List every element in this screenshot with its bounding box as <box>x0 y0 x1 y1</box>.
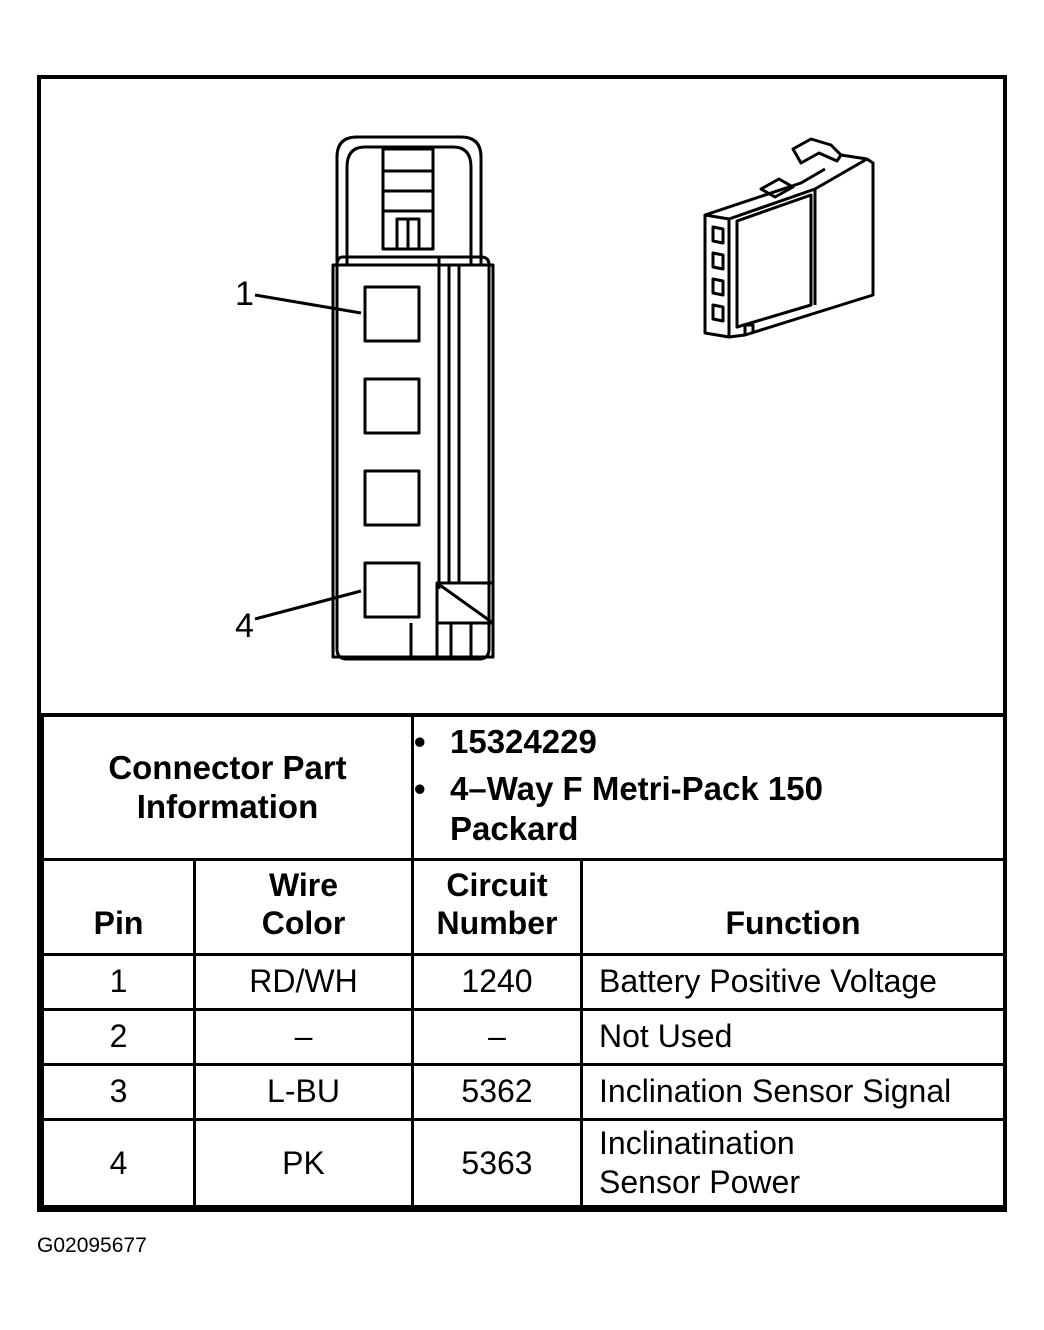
part-number: 15324229 <box>450 722 597 760</box>
pin-1-leader <box>254 293 362 315</box>
connector-tab <box>435 581 495 625</box>
table-row: 3 L-BU 5362 Inclination Sensor Signal <box>41 1062 1006 1121</box>
header-wire-color: Wire Color <box>193 857 414 956</box>
circuit-cell: 5362 <box>411 1062 583 1121</box>
pin-cavity-3 <box>363 469 421 527</box>
wire-color-cell: – <box>193 1007 414 1066</box>
table-row: 2 – – Not Used <box>41 1007 1006 1066</box>
pin-cavity-1 <box>363 285 421 343</box>
function-cell: Inclinatination Sensor Power <box>580 1117 1006 1208</box>
function-cell: Not Used <box>580 1007 1006 1066</box>
table-row: 1 RD/WH 1240 Battery Positive Voltage <box>41 952 1006 1011</box>
connector-type-line2: Packard <box>450 810 579 848</box>
connector-3d-view <box>703 137 875 339</box>
circuit-cell: – <box>411 1007 583 1066</box>
connector-latch <box>335 135 483 265</box>
table-row: 4 PK 5363 Inclinatination Sensor Power <box>41 1117 1006 1208</box>
circuit-cell: 5363 <box>411 1117 583 1208</box>
connector-body <box>331 263 495 659</box>
connector-drawing <box>254 135 875 661</box>
wire-color-cell: PK <box>193 1117 414 1208</box>
wire-color-cell: L-BU <box>193 1062 414 1121</box>
pin-cell: 4 <box>41 1117 196 1208</box>
bullet-icon: • <box>414 770 426 808</box>
pin-1-label: 1 <box>235 275 254 313</box>
bullet-icon: • <box>414 722 426 760</box>
part-number-item: • 15324229 <box>354 722 1003 762</box>
connector-part-values: • 15324229 • 4–Way F Metri-Pack 150 Pack… <box>411 713 1006 861</box>
circuit-cell: 1240 <box>411 952 583 1011</box>
figure-id: G02095677 <box>37 1234 147 1257</box>
diagram-frame: 1 4 Connector Part Information • 1532422… <box>37 75 1007 1212</box>
connector-type-line1: 4–Way F Metri-Pack 150 <box>450 770 823 808</box>
table-header-row: Pin Wire Color Circuit Number Function <box>41 857 1006 956</box>
connector-part-label-line2: Information <box>136 788 319 826</box>
connector-type-item: • 4–Way F Metri-Pack 150 Packard <box>354 769 1003 848</box>
pin-4-leader <box>254 589 362 621</box>
function-line2: Sensor Power <box>599 1163 800 1200</box>
connector-part-label: Connector Part Information <box>41 713 414 861</box>
pin-cell: 1 <box>41 952 196 1011</box>
function-line1: Inclinatination <box>599 1125 795 1162</box>
connector-part-label-line1: Connector Part <box>108 748 347 786</box>
pin-cavity-2 <box>363 377 421 435</box>
pin-cell: 2 <box>41 1007 196 1066</box>
header-function: Function <box>580 857 1006 956</box>
function-cell: Battery Positive Voltage <box>580 952 1006 1011</box>
pin-cell: 3 <box>41 1062 196 1121</box>
connector-info-table: Connector Part Information • 15324229 • … <box>41 713 1006 1208</box>
connector-part-row: Connector Part Information • 15324229 • … <box>41 713 1006 861</box>
pin-4-label: 4 <box>235 607 254 645</box>
header-circuit-number: Circuit Number <box>411 857 583 956</box>
connector-diagram: 1 4 <box>41 79 1003 713</box>
pin-cavity-4 <box>363 561 421 619</box>
header-pin: Pin <box>41 857 196 956</box>
wire-color-cell: RD/WH <box>193 952 414 1011</box>
function-cell: Inclination Sensor Signal <box>580 1062 1006 1121</box>
